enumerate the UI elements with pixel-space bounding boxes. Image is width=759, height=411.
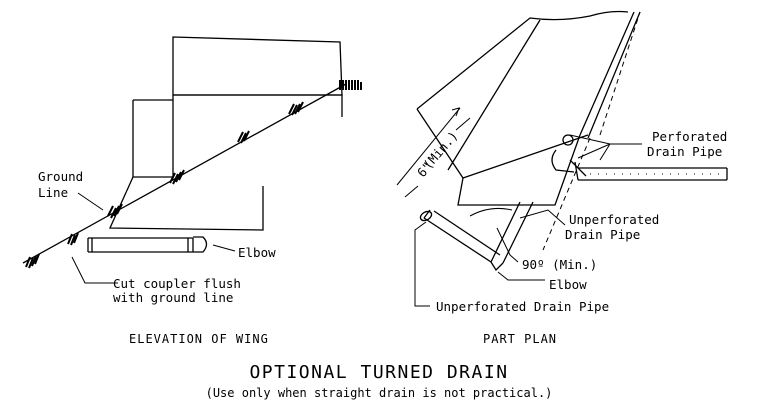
plan-wall-outer [416, 10, 629, 110]
ground-hatching [25, 80, 362, 269]
perforated-leader [569, 134, 642, 161]
angle-leader [496, 227, 519, 263]
ground-line-label-2: Line [38, 185, 68, 200]
plan-wall-right-edge [579, 11, 641, 139]
dimension-line [396, 107, 471, 198]
plan-pipe-junction [551, 149, 587, 181]
unperforated-leader [519, 209, 566, 226]
elevation-pipe-coupler [91, 238, 189, 252]
elevation-of-wing: Ground Line Elbow Cut coupler flush with… [22, 36, 362, 346]
drawing-title: OPTIONAL TURNED DRAIN [249, 362, 508, 383]
elevation-caption: ELEVATION OF WING [129, 332, 269, 346]
perforated-label-2: Drain Pipe [647, 144, 722, 159]
unperforated-bottom-leader [414, 221, 430, 307]
part-plan: 6" (Min.) Perforated Drain Pipe Unperfor… [396, 10, 728, 346]
plan-pipe-end [419, 210, 433, 222]
angle-label: 90º (Min.) [522, 257, 597, 272]
elevation-elbow [193, 236, 208, 253]
plan-wall-inner [447, 19, 589, 179]
ground-line-label-1: Ground [38, 169, 83, 184]
perforated-label-1: Perforated [652, 129, 727, 144]
plan-perforated-pipe [578, 167, 728, 181]
plan-caption: PART PLAN [483, 332, 557, 346]
cut-coupler-label-1: Cut coupler flush [113, 276, 241, 291]
unperforated-bottom-label: Unperforated Drain Pipe [436, 299, 609, 314]
elbow-leader [212, 244, 236, 252]
dimension-arrow-top [451, 107, 460, 117]
unperforated-label-2: Drain Pipe [565, 227, 640, 242]
elevation-drain-pipe [87, 237, 194, 253]
unperforated-label-1: Unperforated [569, 212, 659, 227]
ground-line-leader [77, 192, 104, 211]
dimension-label: 6" [414, 159, 435, 180]
drawing-note: (Use only when straight drain is not pra… [206, 386, 553, 400]
wing-wall-body [172, 94, 343, 177]
cut-coupler-leader [71, 256, 118, 284]
plan-elbow-label: Elbow [549, 277, 587, 292]
wing-wall-upper [172, 36, 343, 96]
angle-arc [469, 208, 513, 217]
cut-coupler-label-2: with ground line [113, 290, 233, 305]
plan-wall-face [416, 108, 581, 206]
wing-footing [108, 176, 264, 231]
plan-junction-ring [562, 134, 574, 146]
plan-elbow-leader [497, 271, 545, 281]
wing-wall-step [132, 99, 173, 178]
elevation-elbow-label: Elbow [238, 245, 276, 260]
